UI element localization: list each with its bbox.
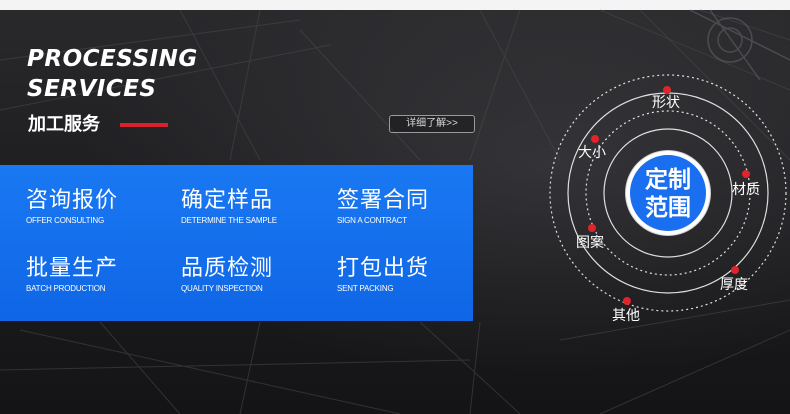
custom-item-size: 大小 xyxy=(578,144,606,160)
custom-item-shape: 形状 xyxy=(652,94,680,110)
service-item-sent-packing[interactable]: 打包出货 SENT PACKING xyxy=(337,255,429,294)
custom-item-pattern: 图案 xyxy=(576,234,604,250)
service-item-cn: 品质检测 xyxy=(181,255,274,280)
ring-dot xyxy=(623,297,631,305)
ring-dot xyxy=(591,135,599,143)
title-accent-line xyxy=(120,123,168,127)
service-item-determine-sample[interactable]: 确定样品 DETERMINE THE SAMPLE xyxy=(181,187,277,226)
ring-dot xyxy=(663,86,671,94)
ring-dot xyxy=(731,266,739,274)
service-item-en: SIGN A CONTRACT xyxy=(337,216,407,225)
custom-item-thickness: 厚度 xyxy=(720,276,748,292)
service-item-cn: 咨询报价 xyxy=(26,187,119,212)
service-item-quality-inspection[interactable]: 品质检测 QUALITY INSPECTION xyxy=(181,255,273,294)
service-item-en: BATCH PRODUCTION xyxy=(26,284,106,293)
service-item-cn: 打包出货 xyxy=(337,255,430,280)
service-item-offer-consulting[interactable]: 咨询报价 OFFER CONSULTING xyxy=(26,187,118,226)
ring-dot xyxy=(588,224,596,232)
custom-range-badge: 定制 范围 xyxy=(630,155,706,231)
service-item-cn: 签署合同 xyxy=(337,187,430,212)
title-english-line2: SERVICES xyxy=(27,76,157,102)
service-item-cn: 批量生产 xyxy=(26,255,119,280)
service-item-en: SENT PACKING xyxy=(337,284,394,293)
title-english-line1: PROCESSING xyxy=(27,46,198,72)
service-item-cn: 确定样品 xyxy=(181,187,274,212)
custom-range-line2: 范围 xyxy=(645,194,691,220)
learn-more-button[interactable]: 详细了解>> xyxy=(389,115,475,133)
service-item-en: DETERMINE THE SAMPLE xyxy=(181,216,277,225)
title-english: PROCESSING SERVICES xyxy=(27,44,198,104)
service-item-batch-production[interactable]: 批量生产 BATCH PRODUCTION xyxy=(26,255,118,294)
title-chinese: 加工服务 xyxy=(28,114,100,134)
service-item-sign-contract[interactable]: 签署合同 SIGN A CONTRACT xyxy=(337,187,429,226)
custom-range-line1: 定制 xyxy=(645,166,691,192)
custom-item-material: 材质 xyxy=(732,181,760,197)
service-item-en: QUALITY INSPECTION xyxy=(181,284,263,293)
services-panel: 咨询报价 OFFER CONSULTING 确定样品 DETERMINE THE… xyxy=(0,165,473,321)
top-strip xyxy=(0,0,790,10)
ring-dot xyxy=(742,170,750,178)
service-item-en: OFFER CONSULTING xyxy=(26,216,104,225)
custom-item-other: 其他 xyxy=(612,307,640,323)
